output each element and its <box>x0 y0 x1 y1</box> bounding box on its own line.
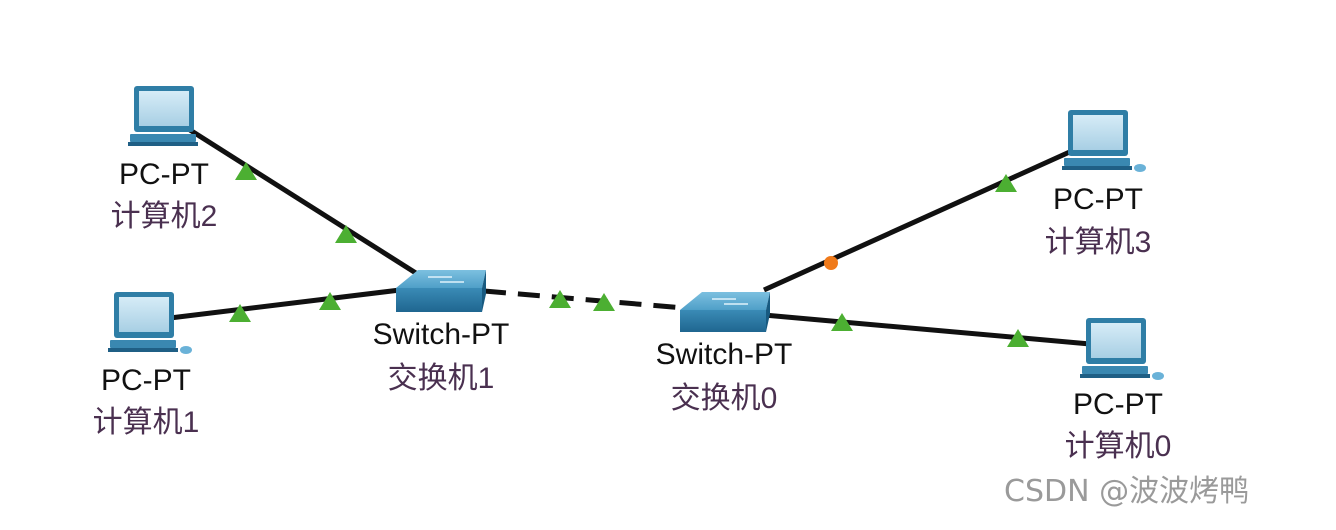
network-switch-icon[interactable] <box>680 292 770 332</box>
pc3-model-label: PC-PT <box>1053 183 1143 216</box>
sw0-name-label: 交换机0 <box>670 382 778 415</box>
link-pc2-sw1[interactable] <box>188 127 432 285</box>
sw1-name-label: 交换机1 <box>387 362 495 395</box>
link-blocking-dot-icon <box>824 256 838 270</box>
link-up-triangle-icon <box>319 292 341 310</box>
link-sw1-sw0[interactable] <box>483 288 685 311</box>
link-up-triangle-icon <box>549 290 571 308</box>
link-pc1-sw1[interactable] <box>169 287 401 321</box>
link-up-triangle-icon <box>235 162 257 180</box>
pc0-name-label: 计算机0 <box>1064 430 1172 463</box>
sw1-model-label: Switch-PT <box>372 318 510 351</box>
pc1-name-label: 计算机1 <box>92 406 200 439</box>
desktop-computer-icon[interactable] <box>1080 318 1164 380</box>
link-up-triangle-icon <box>1007 329 1029 347</box>
sw0-model-label: Switch-PT <box>655 338 793 371</box>
link-sw0-pc3[interactable] <box>762 147 1076 293</box>
link-up-triangle-icon <box>593 293 615 311</box>
pc0-model-label: PC-PT <box>1073 388 1163 421</box>
links-layer <box>169 127 1091 347</box>
network-switch-icon[interactable] <box>396 270 486 312</box>
link-sw0-pc0[interactable] <box>763 312 1091 347</box>
desktop-computer-icon[interactable] <box>1062 110 1146 172</box>
desktop-computer-icon[interactable] <box>108 292 192 354</box>
watermark-text: CSDN @波波烤鸭 <box>1004 474 1250 509</box>
link-up-triangle-icon <box>335 225 357 243</box>
link-up-triangle-icon <box>831 313 853 331</box>
link-up-triangle-icon <box>995 174 1017 192</box>
link-up-triangle-icon <box>229 304 251 322</box>
link-status-markers <box>229 162 1029 347</box>
pc2-model-label: PC-PT <box>119 158 209 191</box>
pc1-model-label: PC-PT <box>101 364 191 397</box>
pc3-name-label: 计算机3 <box>1044 226 1152 259</box>
desktop-computer-icon[interactable] <box>128 86 198 146</box>
pc2-name-label: 计算机2 <box>110 200 218 233</box>
